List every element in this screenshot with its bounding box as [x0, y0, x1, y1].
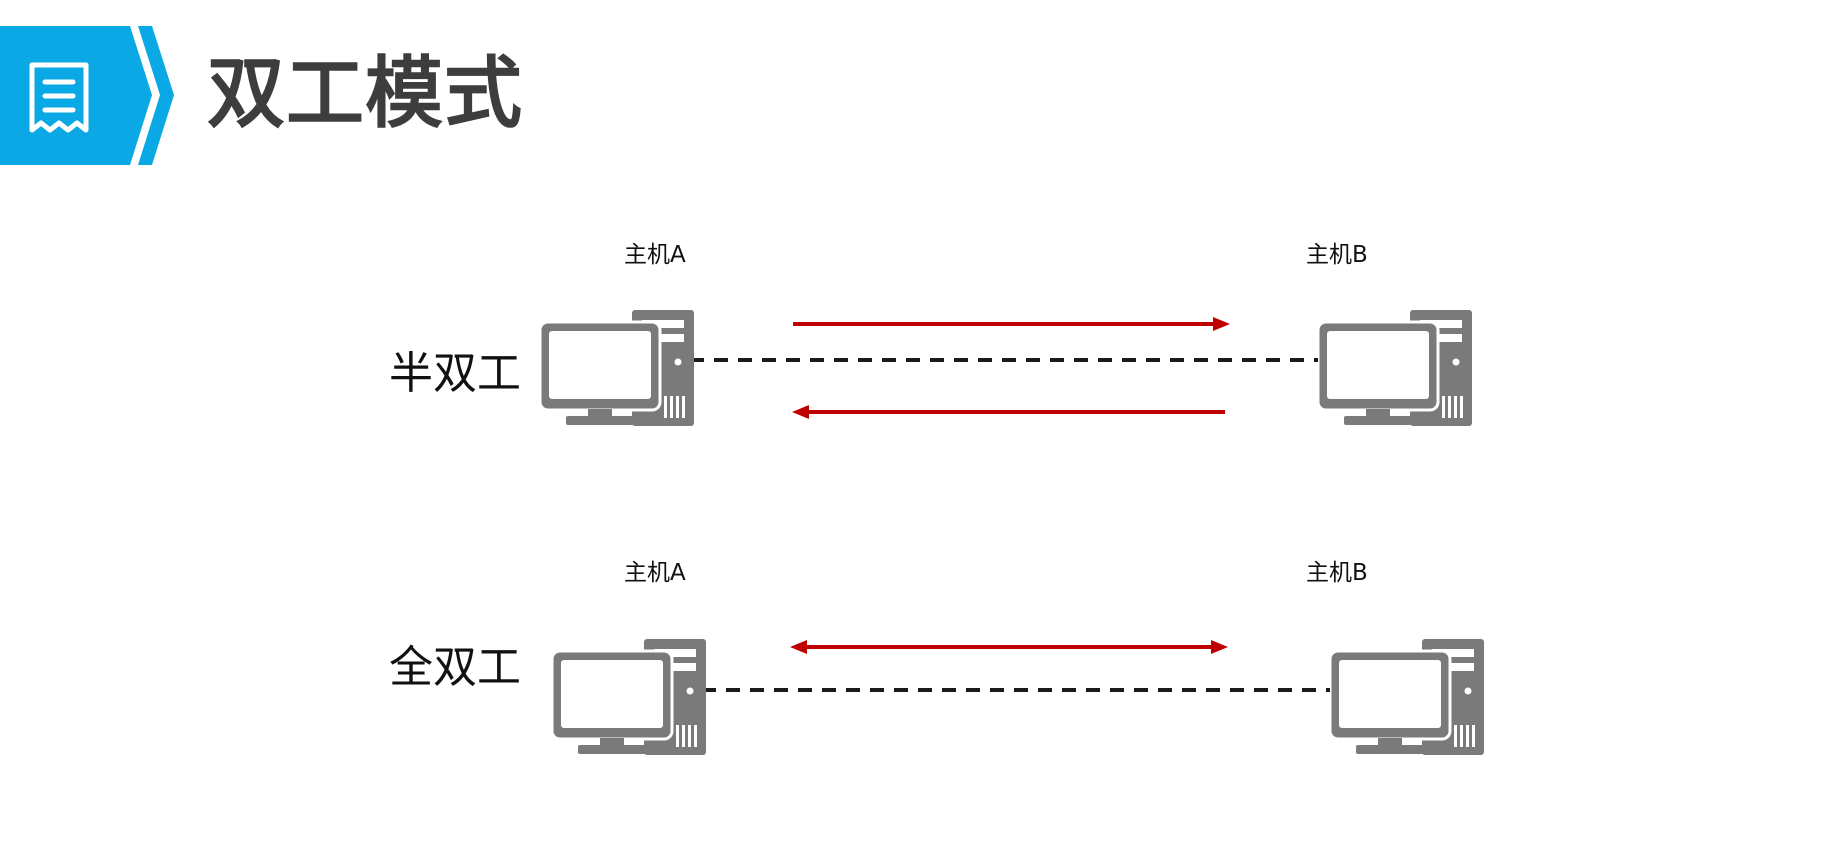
host-a-label: 主机A — [624, 560, 686, 586]
host-a-label: 主机A — [624, 242, 686, 268]
computer-icon — [552, 639, 706, 755]
computer-icon — [540, 310, 694, 426]
document-list-icon — [29, 62, 89, 133]
host-b-label: 主机B — [1306, 560, 1368, 586]
full-duplex-label: 全双工 — [389, 642, 521, 693]
computer-icon — [1330, 639, 1484, 755]
arrow-b-to-a — [792, 405, 1225, 419]
half-duplex-label: 半双工 — [389, 348, 521, 399]
header-tab — [0, 26, 174, 165]
computer-icon — [1318, 310, 1472, 426]
bidirectional-arrow — [790, 640, 1228, 654]
page-title: 双工模式 — [207, 49, 524, 139]
host-b-label: 主机B — [1306, 242, 1368, 268]
arrow-a-to-b — [793, 317, 1230, 331]
